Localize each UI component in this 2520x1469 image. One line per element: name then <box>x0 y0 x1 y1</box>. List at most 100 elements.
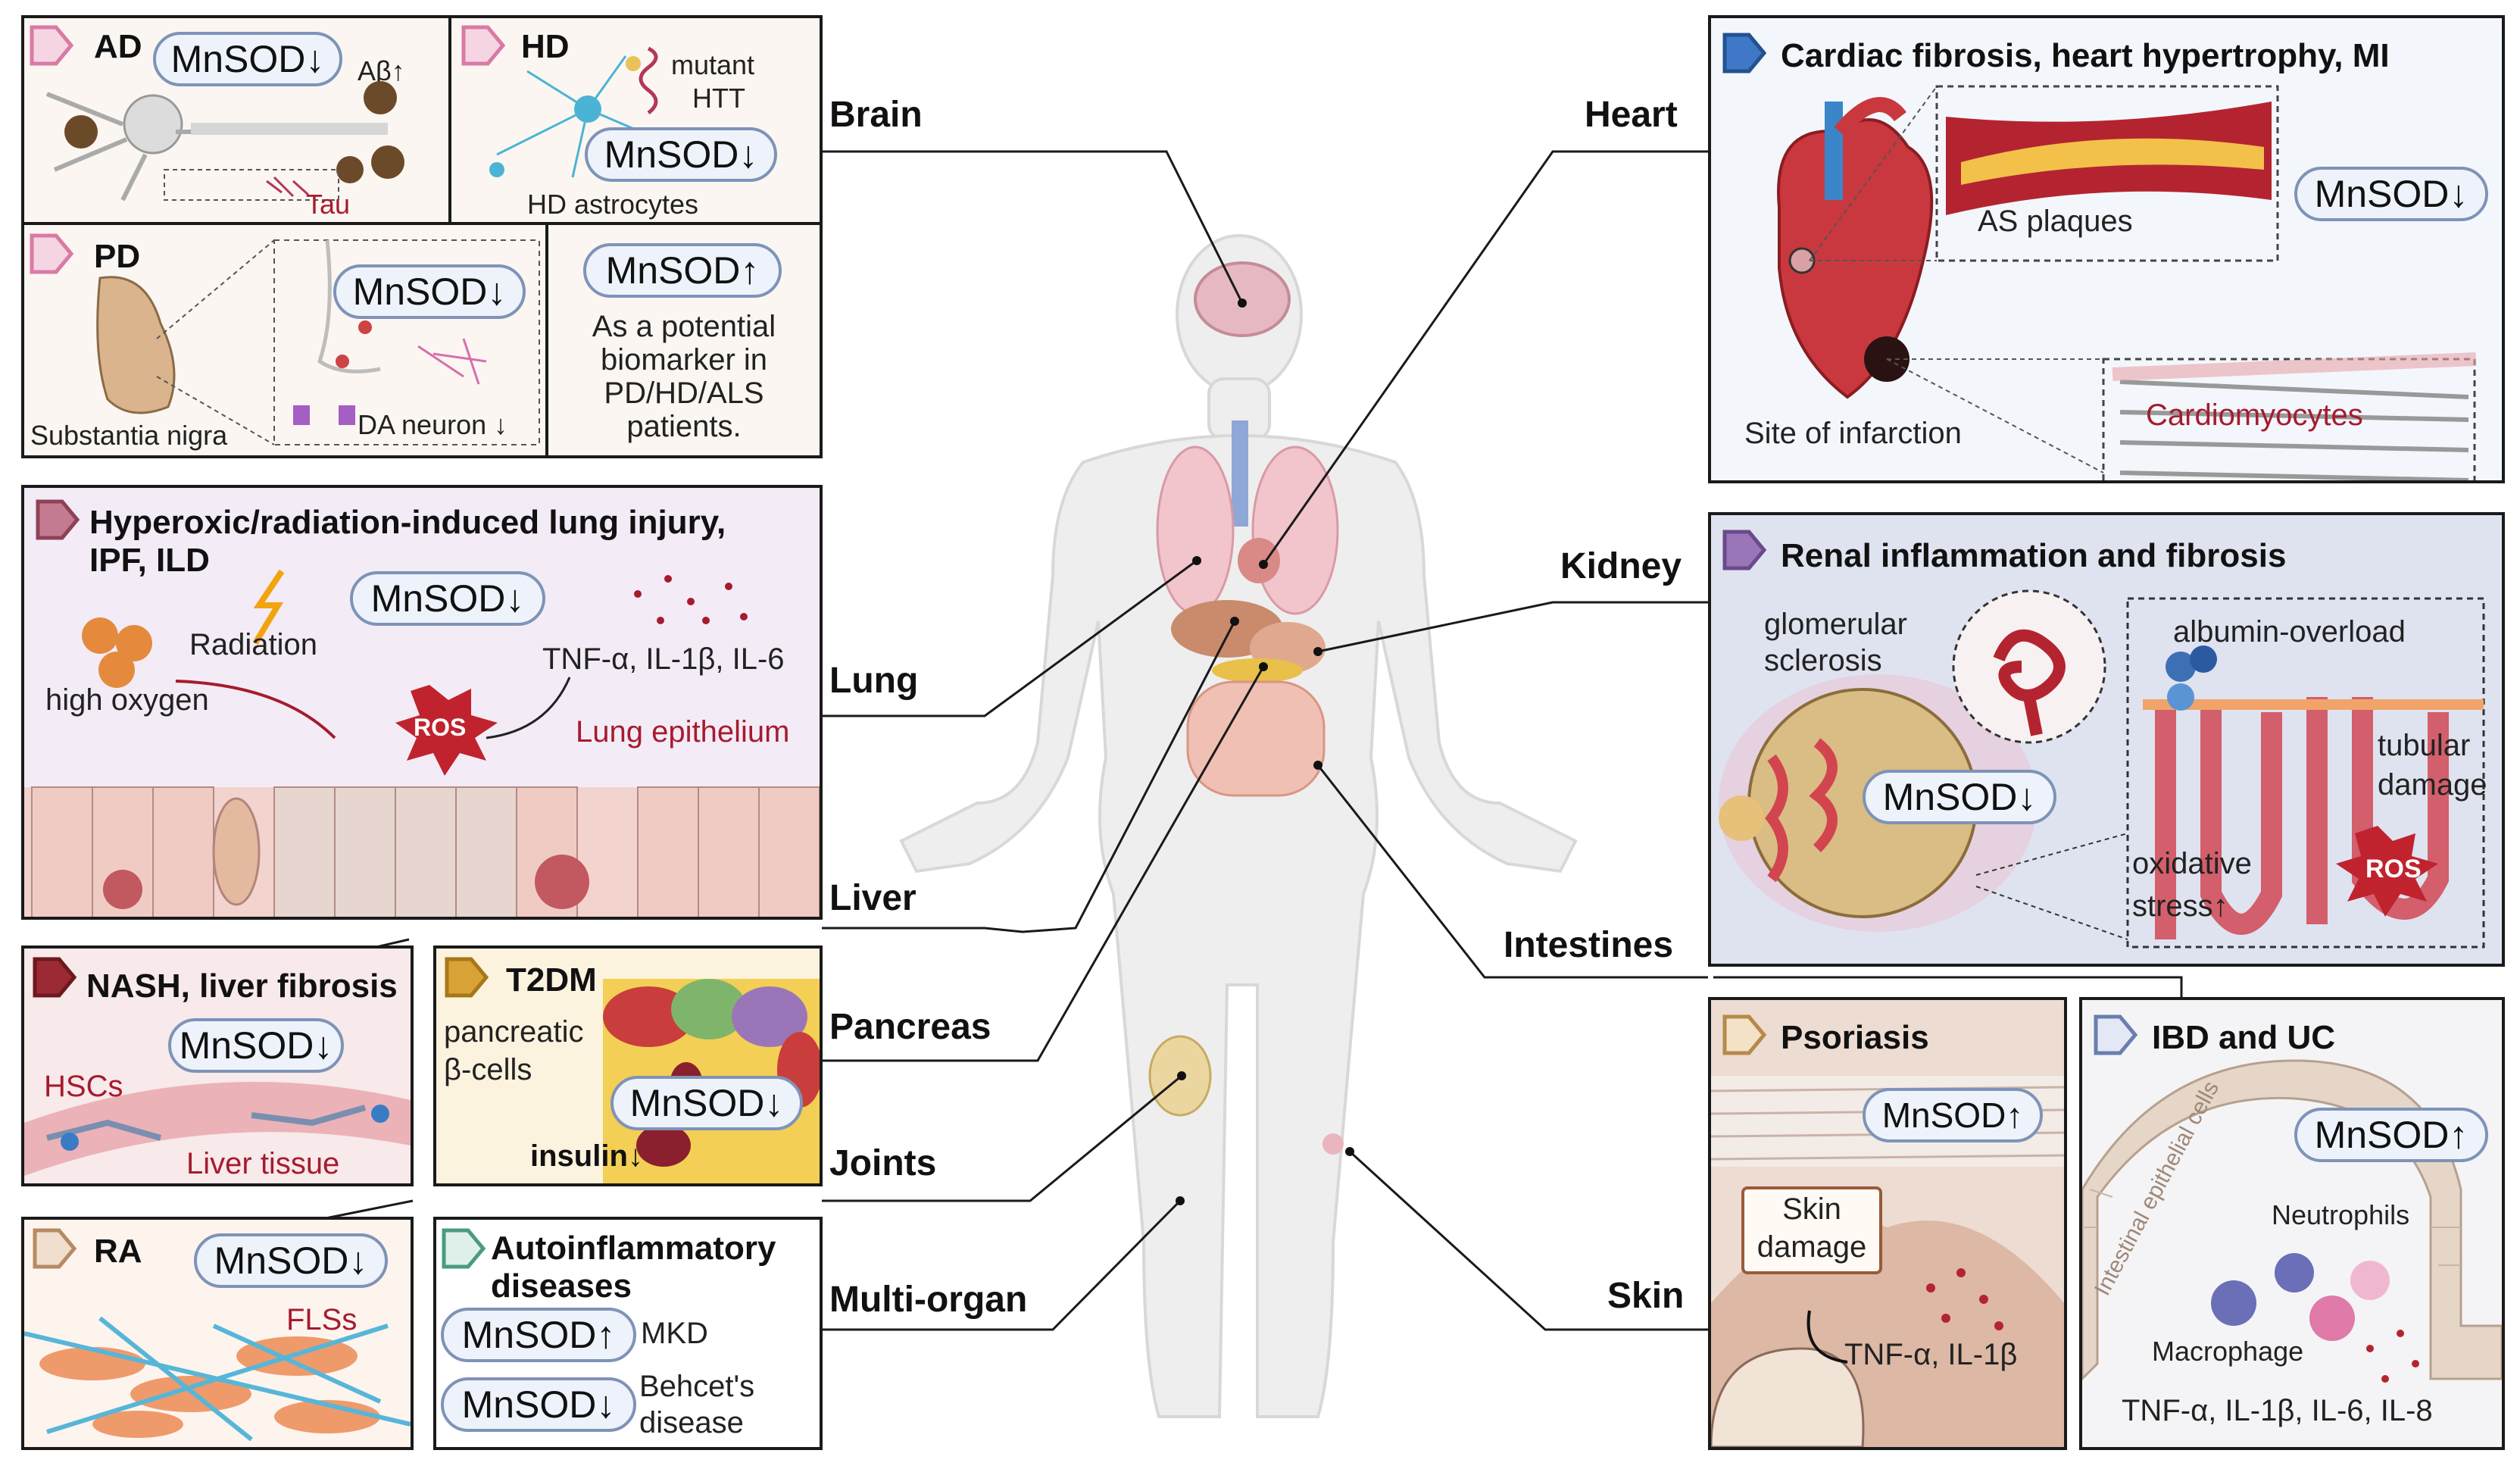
lung-ros-label: ROS <box>414 714 467 741</box>
lung-right <box>1251 445 1339 615</box>
psoriasis-skin-damage-box <box>1741 1186 1882 1274</box>
renal-mnsod-pill: MnSOD↓ <box>1863 770 2056 824</box>
lung-flag-icon <box>36 499 80 540</box>
cardiac-flag-icon <box>1722 33 1767 73</box>
cardiac-mnsod-pill: MnSOD↓ <box>2294 167 2488 221</box>
auto-mnsod-up-pill: MnSOD↑ <box>441 1308 636 1362</box>
lung-title-line-1: Hyperoxic/radiation-induced lung injury, <box>89 504 726 541</box>
biomarker-line-4: patients. <box>626 410 742 443</box>
hd-astrocyte-illustration <box>489 46 658 178</box>
auto-mnsod-down-pill: MnSOD↓ <box>441 1377 636 1432</box>
renal-sclerosis-label: sclerosis <box>1764 644 1882 677</box>
ad-flag-icon <box>30 25 74 66</box>
nash-mnsod-pill: MnSOD↓ <box>168 1018 344 1073</box>
pd-substantia-nigra-illustration <box>96 239 540 445</box>
cardiac-illustration <box>1777 85 2477 480</box>
renal-ros-label: ROS <box>2365 855 2422 883</box>
ad-neuron-illustration <box>45 81 404 202</box>
lung-mnsod-pill: MnSOD↓ <box>350 571 545 626</box>
lung-left <box>1156 445 1235 615</box>
pd-title: PD <box>94 238 141 275</box>
psoriasis-cytokines-label: TNF-α, IL-1β <box>1844 1338 2018 1371</box>
auto-behcet-label-1: Behcet's <box>639 1370 755 1403</box>
pancreas-organ <box>1212 658 1303 683</box>
organ-label-skin: Skin <box>1607 1276 1685 1316</box>
organ-label-kidney: Kidney <box>1560 546 1682 586</box>
renal-title: Renal inflammation and fibrosis <box>1781 537 2287 574</box>
ibd-neutrophils-label: Neutrophils <box>2272 1199 2410 1230</box>
nash-liver-tissue-label: Liver tissue <box>186 1147 340 1180</box>
pd-da-neuron-label: DA neuron ↓ <box>358 409 508 440</box>
organ-label-lung: Lung <box>829 661 919 701</box>
skin-lesion <box>1322 1133 1344 1155</box>
ibd-title: IBD and UC <box>2152 1019 2335 1056</box>
t2dm-mnsod-pill: MnSOD↓ <box>610 1076 803 1130</box>
t2dm-panel: T2DM pancreatic β-cells MnSOD↓ insulin↓ <box>433 945 823 1186</box>
hd-mnsod-pill: MnSOD↓ <box>585 127 777 182</box>
auto-title-line-2: diseases <box>491 1267 632 1305</box>
lung-illustration <box>24 569 820 917</box>
pd-panel: PD MnSOD↓ Substantia nigra DA neuron ↓ <box>24 225 545 455</box>
organ-label-brain: Brain <box>829 95 923 135</box>
ad-title: AD <box>94 28 142 65</box>
nash-flag-icon <box>33 957 77 998</box>
intestines-organ <box>1186 680 1326 797</box>
lung-title-line-2: IPF, ILD <box>89 542 210 579</box>
psoriasis-skin-label: Skin <box>1782 1192 1841 1226</box>
ra-flag-icon <box>33 1228 77 1269</box>
psoriasis-flag-icon <box>1722 1014 1767 1055</box>
cardiac-infarction-label: Site of infarction <box>1744 417 1962 450</box>
body-silhouette <box>899 234 1578 1418</box>
brain-divider-v2 <box>545 223 548 458</box>
brain-divider-v1 <box>448 15 451 223</box>
nash-title: NASH, liver fibrosis <box>86 967 398 1005</box>
cardiac-as-plaques-label: AS plaques <box>1978 205 2133 238</box>
cardiac-cardiomyocytes-label: Cardiomyocytes <box>2146 399 2363 432</box>
ra-panel: RA MnSOD↓ FLSs <box>21 1217 414 1450</box>
lung-epithelium-label: Lung epithelium <box>576 715 790 749</box>
t2dm-pancreatic-label: pancreatic <box>444 1015 584 1049</box>
hd-htt-label: HTT <box>692 83 745 114</box>
lung-cytokines-label: TNF-α, IL-1β, IL-6 <box>542 642 785 676</box>
pd-mnsod-pill: MnSOD↓ <box>333 264 526 319</box>
ra-mnsod-pill: MnSOD↓ <box>194 1233 388 1288</box>
t2dm-flag-icon <box>445 957 489 998</box>
ibd-flag-icon <box>2094 1014 2138 1055</box>
ibd-panel: IBD and UC Intestinal epithelial cells M… <box>2079 997 2505 1450</box>
ad-mnsod-pill: MnSOD↓ <box>153 32 342 86</box>
ad-panel: AD MnSOD↓ Aβ↑ Tau <box>24 18 448 222</box>
nash-panel: NASH, liver fibrosis MnSOD↓ HSCs Liver t… <box>21 945 414 1186</box>
renal-tubular-label: tubular <box>2378 729 2471 762</box>
heart-organ <box>1238 538 1280 583</box>
auto-mkd-label: MKD <box>641 1317 708 1350</box>
psoriasis-panel: Psoriasis MnSOD↑ Skin damage TNF-α, IL-1… <box>1708 997 2067 1450</box>
biomarker-mnsod-pill: MnSOD↑ <box>583 243 782 298</box>
ibd-macrophage-label: Macrophage <box>2152 1336 2304 1367</box>
cardiac-title: Cardiac fibrosis, heart hypertrophy, MI <box>1781 37 2390 74</box>
brain-divider-h <box>21 222 823 225</box>
lung-high-oxygen-label: high oxygen <box>45 683 209 717</box>
auto-behcet-label-2: disease <box>639 1406 744 1439</box>
organ-label-liver: Liver <box>829 878 917 918</box>
organ-label-joints: Joints <box>829 1143 937 1183</box>
pd-flag-icon <box>30 233 74 274</box>
t2dm-insulin-label: insulin↓ <box>530 1139 643 1173</box>
biomarker-line-3: PD/HD/ALS <box>604 377 764 410</box>
psoriasis-mnsod-pill: MnSOD↑ <box>1863 1088 2043 1142</box>
t2dm-beta-cells-label: β-cells <box>444 1053 532 1086</box>
organ-label-multi-organ: Multi-organ <box>829 1280 1028 1320</box>
nash-hscs-label: HSCs <box>44 1070 123 1103</box>
biomarker-line-1: As a potential <box>592 310 776 343</box>
psoriasis-title: Psoriasis <box>1781 1019 1929 1056</box>
psoriasis-damage-label: damage <box>1757 1230 1867 1264</box>
hd-mutant-label: mutant <box>671 49 755 80</box>
ibd-cytokines-label: TNF-α, IL-1β, IL-6, IL-8 <box>2122 1394 2433 1427</box>
auto-title-line-1: Autoinflammatory <box>491 1230 776 1267</box>
hd-panel: HD mutant HTT MnSOD↓ HD astrocytes <box>451 18 820 222</box>
organ-label-heart: Heart <box>1585 95 1678 135</box>
t2dm-title: T2DM <box>506 961 597 999</box>
ibd-mnsod-pill: MnSOD↑ <box>2294 1108 2488 1162</box>
renal-flag-icon <box>1722 530 1767 570</box>
